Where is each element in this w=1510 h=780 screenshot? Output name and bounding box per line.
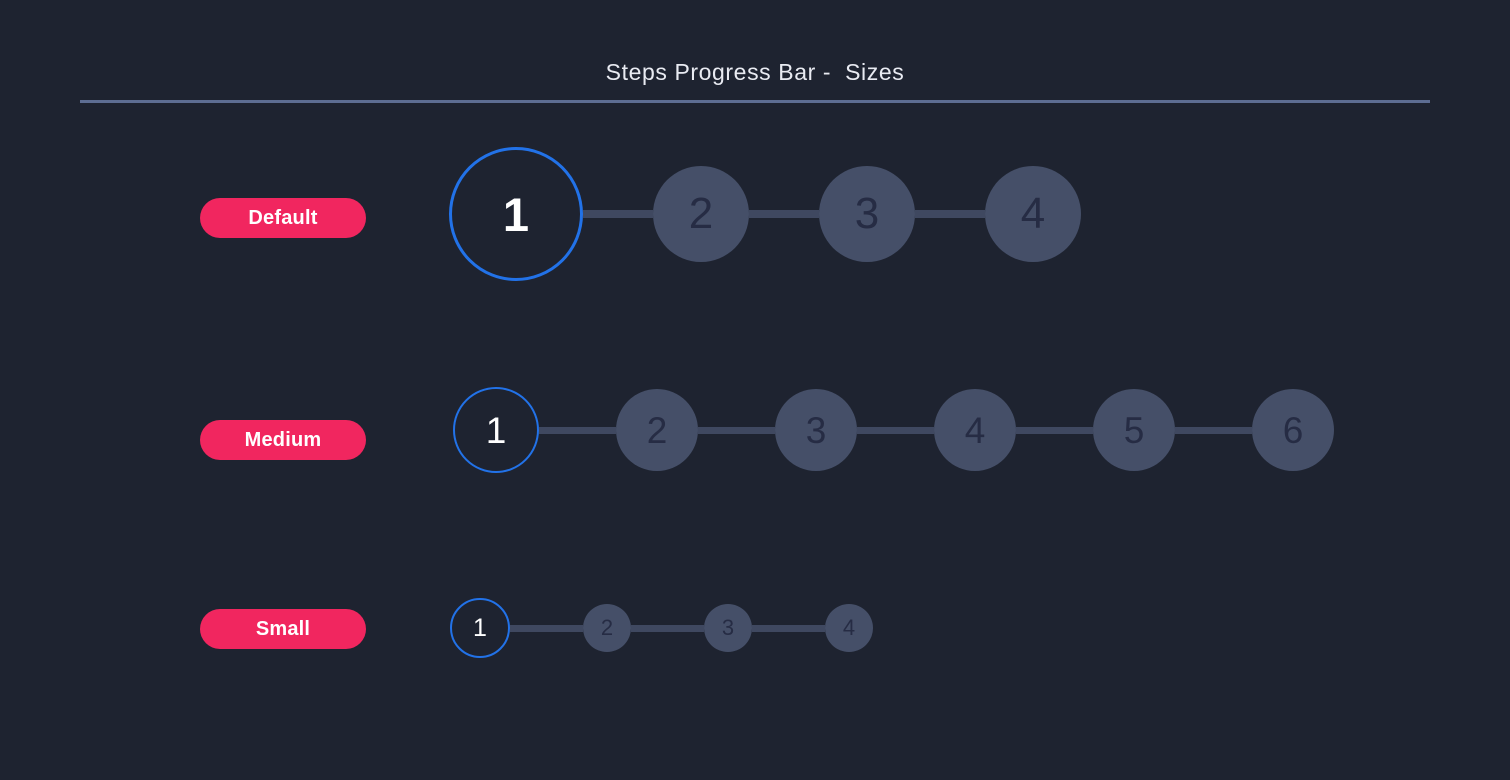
- step-circle-3[interactable]: 3: [819, 166, 915, 262]
- size-label-medium: Medium: [200, 420, 366, 460]
- step-connector: [857, 426, 934, 434]
- step-connector: [1175, 426, 1252, 434]
- step-connector: [915, 210, 985, 218]
- step-connector: [583, 210, 653, 218]
- step-circle-2[interactable]: 2: [616, 389, 698, 471]
- step-connector: [749, 210, 819, 218]
- step-connector: [752, 624, 825, 632]
- step-circle-2[interactable]: 2: [583, 604, 631, 652]
- step-circle-1[interactable]: 1: [450, 598, 510, 658]
- step-circle-4[interactable]: 4: [825, 604, 873, 652]
- step-circle-1[interactable]: 1: [453, 387, 539, 473]
- step-circle-5[interactable]: 5: [1093, 389, 1175, 471]
- step-connector: [510, 624, 583, 632]
- step-connector: [698, 426, 775, 434]
- step-circle-2[interactable]: 2: [653, 166, 749, 262]
- step-circle-4[interactable]: 4: [985, 166, 1081, 262]
- page-title: Steps Progress Bar - Sizes: [605, 59, 905, 85]
- step-connector: [631, 624, 704, 632]
- step-circle-3[interactable]: 3: [775, 389, 857, 471]
- size-label-small: Small: [200, 609, 366, 649]
- step-circle-3[interactable]: 3: [704, 604, 752, 652]
- step-connector: [539, 426, 616, 434]
- title-divider: [80, 100, 1430, 103]
- step-circle-6[interactable]: 6: [1252, 389, 1334, 471]
- step-circle-1[interactable]: 1: [449, 147, 583, 281]
- steps-progress-bar-small: 1 2 3 4: [450, 598, 873, 658]
- step-circle-4[interactable]: 4: [934, 389, 1016, 471]
- size-label-default: Default: [200, 198, 366, 238]
- step-connector: [1016, 426, 1093, 434]
